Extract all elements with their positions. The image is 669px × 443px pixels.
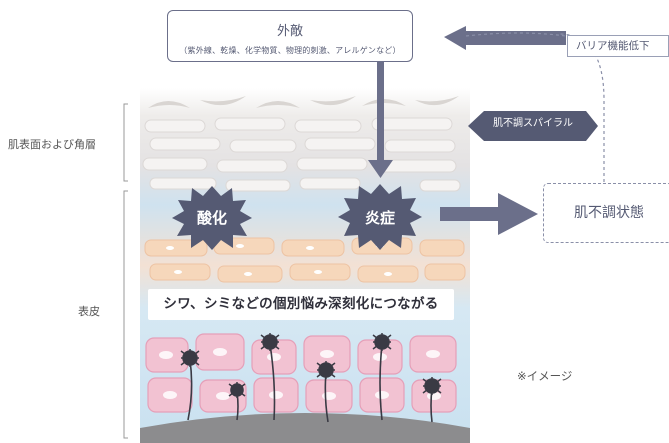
oxidation-label: 酸化 [196, 209, 227, 227]
skin-state-box: 肌不調状態 [543, 183, 669, 243]
surface-layer-label: 肌表面および角層 [8, 138, 96, 151]
spiral-label: 肌不調スパイラル [493, 118, 573, 129]
state-arrow [498, 193, 538, 235]
inflammation-burst [338, 184, 422, 250]
spiral-shape [468, 111, 598, 141]
surface-bracket [123, 103, 128, 182]
result-box: シワ、シミなどの個別悩み深刻化につながる [148, 289, 454, 320]
basal-layer [140, 413, 470, 443]
horny-layer-bricks [142, 117, 461, 192]
barrier-box: バリア機能低下 [567, 35, 669, 57]
epidermis-bracket [123, 190, 128, 439]
oxidation-burst [172, 186, 252, 250]
external-factors-box: 外敵 （紫外線、乾燥、化学物質、物理的刺激、アレルゲンなど） [167, 10, 413, 62]
epidermis-label: 表皮 [78, 305, 100, 318]
external-title: 外敵 [276, 24, 303, 39]
image-note: ※イメージ [517, 369, 573, 383]
inflammation-label: 炎症 [364, 209, 395, 227]
external-subtitle: （紫外線、乾燥、化学物質、物理的刺激、アレルゲンなど） [179, 46, 401, 55]
